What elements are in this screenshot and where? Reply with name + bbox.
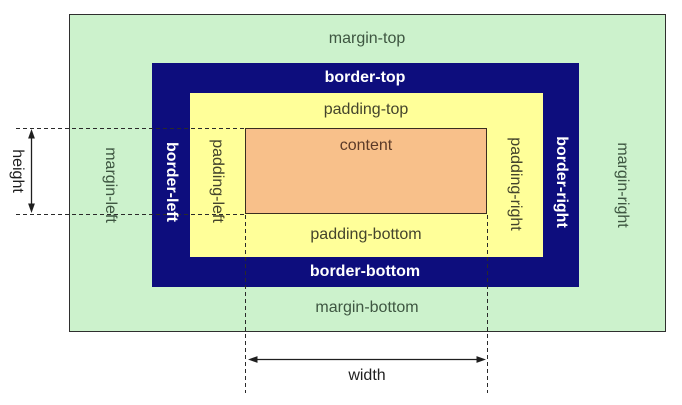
padding-right-label: padding-right <box>507 137 524 231</box>
width-measure-label: width <box>348 367 386 384</box>
content-label: content <box>339 137 393 154</box>
border-bottom-label: border-bottom <box>309 263 421 280</box>
content-box <box>245 128 487 214</box>
padding-bottom-label: padding-bottom <box>310 226 422 243</box>
margin-top-label: margin-top <box>328 30 406 47</box>
margin-bottom-label: margin-bottom <box>315 299 419 316</box>
border-left-label: border-left <box>163 142 180 222</box>
height-arrow <box>28 129 35 213</box>
height-measure-label: height <box>9 149 26 193</box>
margin-right-label: margin-right <box>614 142 631 228</box>
border-right-label: border-right <box>553 136 570 228</box>
padding-top-label: padding-top <box>323 101 409 118</box>
padding-left-label: padding-left <box>209 139 226 223</box>
border-top-label: border-top <box>324 69 406 86</box>
margin-left-label: margin-left <box>102 147 119 223</box>
width-arrow <box>248 356 486 363</box>
